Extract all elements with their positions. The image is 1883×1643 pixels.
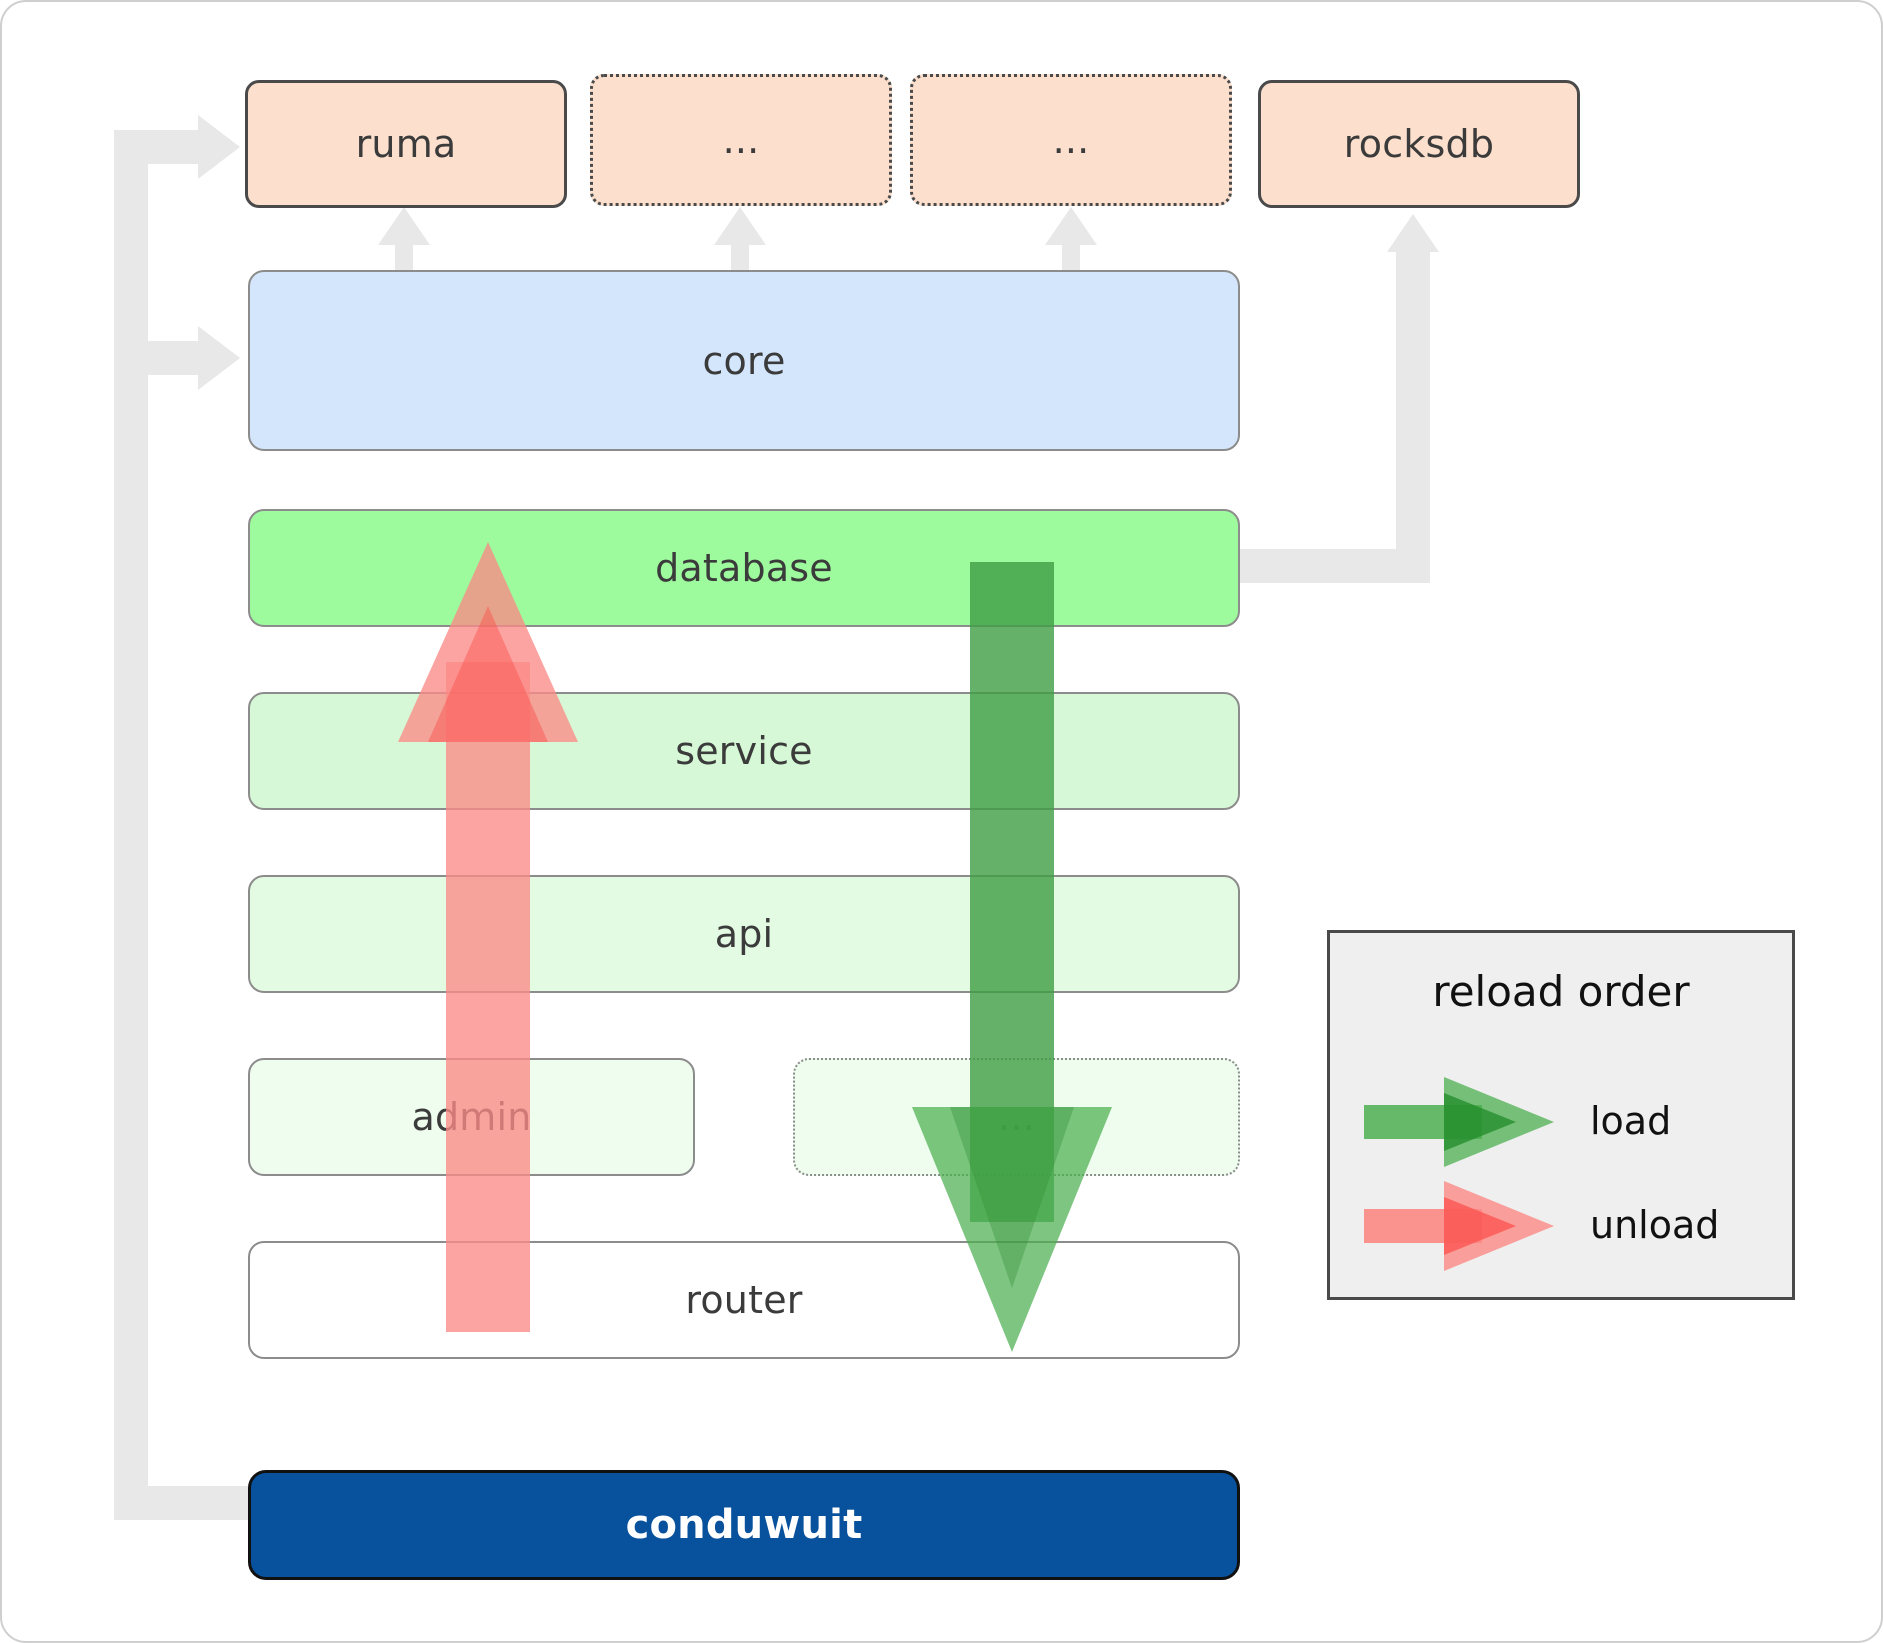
crate-label: admin (411, 1095, 532, 1139)
dependency-box-rocksdb[interactable]: rocksdb (1258, 80, 1580, 208)
core-dep-arrow-3 (1045, 207, 1097, 245)
legend-title: reload order (1432, 967, 1690, 1016)
legend-panel: reload order load unload (1327, 930, 1795, 1300)
connector-arrow-core (198, 326, 240, 390)
connector-left-trunk (114, 130, 148, 1520)
core-dep-arrow-1 (378, 207, 430, 245)
legend-load-label: load (1590, 1099, 1672, 1143)
connector-branch-ruma (114, 130, 204, 164)
dependency-label: ruma (355, 122, 457, 166)
dependency-label: rocksdb (1343, 122, 1495, 166)
crate-label: ... (998, 1095, 1035, 1139)
connector-to-conduwuit (114, 1486, 254, 1520)
crate-label: router (685, 1278, 803, 1322)
crate-label: api (714, 912, 774, 956)
core-dep-stem-2 (731, 238, 749, 280)
crate-label: service (675, 729, 813, 773)
core-dep-stem-1 (395, 238, 413, 280)
crate-box-api[interactable]: api (248, 875, 1240, 993)
core-dep-stem-3 (1062, 238, 1080, 280)
core-dep-arrow-2 (714, 207, 766, 245)
legend-load-arrow-icon (1364, 1073, 1564, 1169)
binary-label: conduwuit (625, 1502, 863, 1548)
connector-arrow-ruma (198, 115, 240, 179)
dependency-box-ruma[interactable]: ruma (245, 80, 567, 208)
crate-label: core (702, 338, 786, 383)
connector-branch-core (114, 341, 204, 375)
connector-db-to-rocksdb-v (1396, 252, 1430, 583)
crate-box-database[interactable]: database (248, 509, 1240, 627)
dependency-label: ... (1052, 118, 1090, 162)
dependency-box-placeholder-2[interactable]: ... (910, 74, 1232, 206)
crate-box-service[interactable]: service (248, 692, 1240, 810)
crate-label: database (655, 546, 833, 590)
crate-box-admin[interactable]: admin (248, 1058, 695, 1176)
legend-unload-label: unload (1590, 1203, 1720, 1247)
binary-box-conduwuit[interactable]: conduwuit (248, 1470, 1240, 1580)
legend-row-load: load (1364, 1073, 1764, 1169)
crate-box-router[interactable]: router (248, 1241, 1240, 1359)
dependency-label: ... (722, 118, 760, 162)
legend-row-unload: unload (1364, 1177, 1764, 1273)
dependency-box-placeholder-1[interactable]: ... (590, 74, 892, 206)
crate-box-core[interactable]: core (248, 270, 1240, 451)
connector-arrow-rocksdb (1387, 214, 1439, 252)
crate-box-placeholder[interactable]: ... (793, 1058, 1240, 1176)
legend-unload-arrow-icon (1364, 1177, 1564, 1273)
